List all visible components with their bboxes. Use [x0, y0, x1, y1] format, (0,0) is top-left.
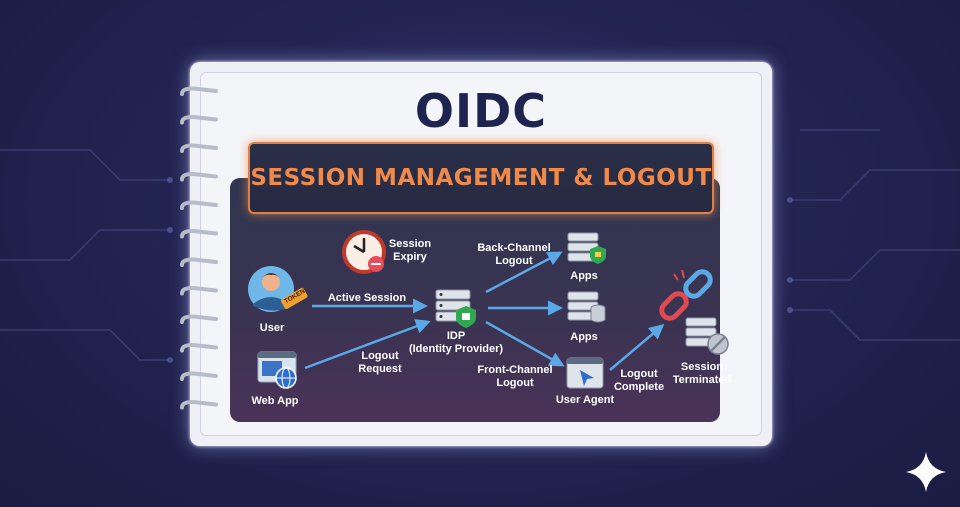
spiral-ring [180, 400, 218, 410]
spiral-ring [180, 143, 218, 153]
back-channel-arrow [485, 251, 563, 294]
broken-chain-icon [659, 269, 713, 321]
user-label: User [259, 322, 285, 334]
idp-label-line1: IDP [446, 330, 466, 342]
idp-server-icon [435, 289, 476, 328]
web-app-label: Web App [251, 395, 299, 407]
logout-complete-arrow [609, 324, 665, 371]
diagram-panel [230, 178, 720, 422]
spiral-ring [180, 343, 218, 353]
apps-mid-label: Apps [570, 331, 598, 343]
spiral-ring [180, 200, 218, 210]
sparkle-icon [906, 452, 946, 492]
apps-top-label: Apps [570, 270, 598, 282]
spiral-ring [180, 371, 218, 381]
back-channel-label: Back-Channel Logout [472, 242, 556, 268]
logout-request-arrow [304, 319, 431, 370]
subtitle-banner: SESSION MANAGEMENT & LOGOUT [248, 142, 714, 214]
spiral-ring [180, 314, 218, 324]
spiral-ring [180, 115, 218, 125]
idp-label-line2: (Identity Provider) [408, 343, 504, 355]
clock-icon [342, 230, 386, 274]
apps-server-shield-icon [567, 232, 606, 264]
apps-server-database-icon [567, 291, 606, 323]
back-channel-line1: Back-Channel [477, 242, 551, 254]
session-terminated-line1: Session [680, 361, 724, 373]
session-terminated-line2: Terminated [672, 374, 732, 386]
logout-complete-label: Logout Complete [612, 368, 666, 394]
logout-complete-line2: Complete [613, 381, 665, 393]
spiral-ring [180, 172, 218, 182]
logout-request-line2: Request [358, 363, 402, 375]
session-expiry-label: Session Expiry [382, 238, 438, 264]
terminated-server-icon [685, 317, 729, 355]
logout-complete-line1: Logout [620, 368, 658, 380]
logout-request-label: Logout Request [352, 350, 408, 376]
spiral-ring [180, 229, 218, 239]
front-channel-line1: Front-Channel [477, 364, 553, 376]
page-title: OIDC [414, 84, 548, 138]
spiral-ring [180, 257, 218, 267]
logout-request-line1: Logout [361, 350, 399, 362]
session-expiry-line1: Session [388, 238, 432, 250]
spiral-binding [180, 86, 218, 410]
front-channel-line2: Logout [496, 377, 534, 389]
session-expiry-line2: Expiry [393, 251, 427, 263]
subtitle-text: SESSION MANAGEMENT & LOGOUT [250, 165, 712, 191]
front-channel-label: Front-Channel Logout [472, 364, 558, 390]
idp-label: IDP (Identity Provider) [404, 330, 508, 356]
user-agent-label: User Agent [555, 394, 615, 406]
spiral-ring [180, 286, 218, 296]
token-badge-icon [280, 287, 308, 309]
browser-globe-icon [257, 351, 297, 389]
user-agent-window-icon [566, 357, 604, 389]
front-channel-arrow [485, 320, 565, 367]
active-session-label: Active Session [327, 292, 407, 304]
session-terminated-label: Session Terminated [668, 361, 736, 387]
back-channel-line2: Logout [495, 255, 533, 267]
spiral-ring [180, 86, 218, 96]
